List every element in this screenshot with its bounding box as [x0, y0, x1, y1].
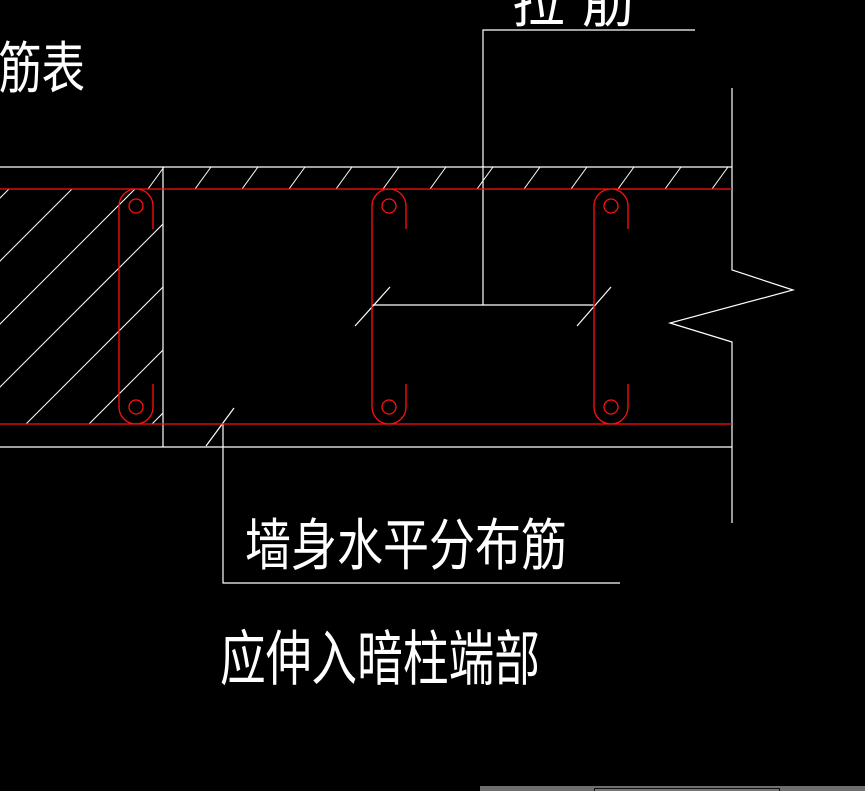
hatch-line	[0, 189, 136, 325]
hatch-line	[288, 167, 306, 189]
hatch-line	[759, 167, 775, 189]
slab-hatching	[147, 167, 775, 189]
hatch-line	[0, 189, 73, 262]
hatch-line	[617, 167, 635, 189]
hatch-line	[0, 189, 10, 199]
rebar-section-circle	[603, 198, 619, 214]
rebar-section-circle	[381, 399, 397, 415]
label-reinforcement-table: 配筋表	[0, 37, 85, 102]
hatch-line	[194, 167, 212, 189]
hatch-line	[523, 167, 541, 189]
hatch-line	[147, 167, 165, 189]
hatch-line	[241, 167, 259, 189]
label-anchor-note: 应伸入暗柱端部	[220, 625, 540, 695]
hatch-line	[0, 223, 163, 388]
stirrup	[371, 188, 407, 425]
rebar-section-circle	[128, 198, 144, 214]
stirrup	[593, 188, 629, 425]
hatch-line	[711, 167, 729, 189]
leader-tie-bar	[482, 29, 695, 305]
stirrup	[118, 188, 154, 425]
leader-horizontal-bar	[222, 424, 620, 584]
rebar-section-circle	[603, 399, 619, 415]
bar-tick	[205, 407, 235, 447]
hatch-line	[429, 167, 447, 189]
rebar-section-circle	[381, 198, 397, 214]
hatch-line	[88, 349, 163, 424]
hatch-line	[382, 167, 400, 189]
horizontal-scrollbar[interactable]	[480, 786, 865, 791]
hatch-line	[664, 167, 682, 189]
label-horizontal-distribution-bar: 墙身水平分布筋	[245, 514, 567, 579]
scrollbar-thumb[interactable]	[594, 788, 780, 791]
break-line	[667, 88, 796, 523]
hatch-line	[476, 167, 494, 189]
hatch-line	[335, 167, 353, 189]
label-tie-bar: 拉 筋	[512, 0, 634, 36]
hatch-line	[570, 167, 588, 189]
hatch-line	[151, 412, 163, 424]
rebar-section-circle	[128, 399, 144, 415]
hatch-line	[215, 189, 450, 424]
hatch-line	[25, 286, 163, 424]
column-hatching	[0, 189, 450, 424]
